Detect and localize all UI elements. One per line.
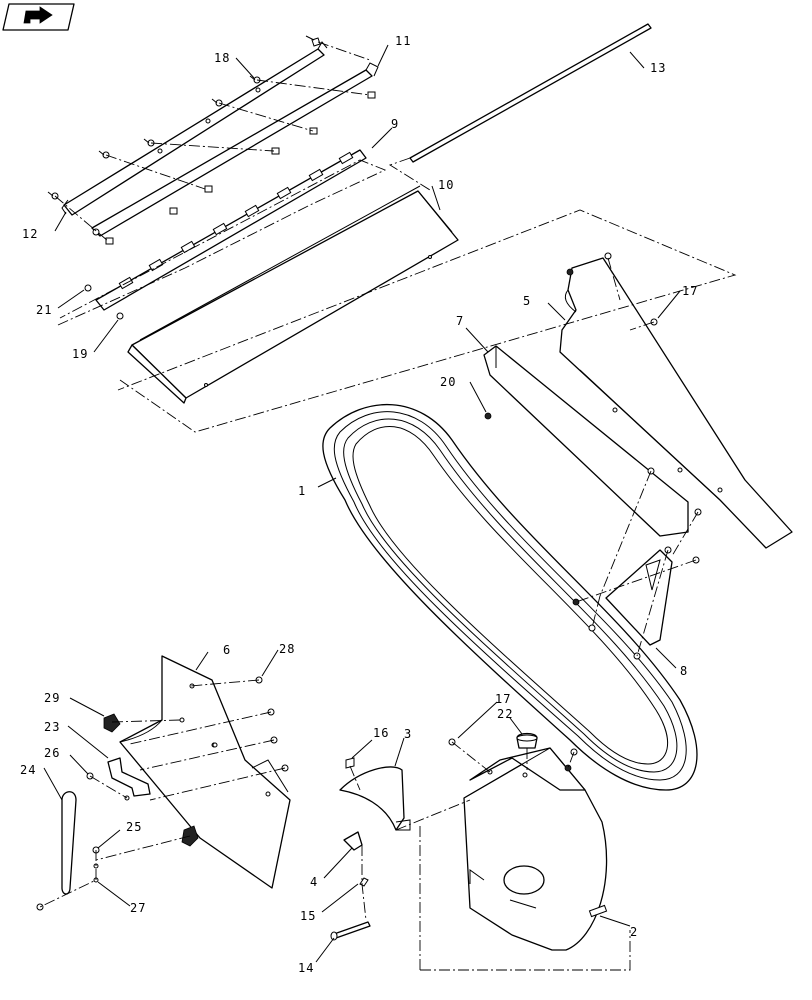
arrow-folder-icon[interactable] [2,3,75,31]
callout-1: 1 [298,484,306,498]
callout-12: 12 [22,227,38,241]
bolt-icon [211,98,223,107]
callout-13: 13 [650,61,666,75]
bolt-icon [143,138,155,147]
callout-26: 26 [44,746,60,760]
callout-27: 27 [130,901,146,915]
nut-icon [572,598,580,606]
screw-icon [36,903,44,911]
callout-21: 21 [36,303,52,317]
shield-part-7 [483,345,689,537]
callout-17a: 17 [682,284,698,298]
bolt-icon [305,35,321,47]
callout-9: 9 [391,117,399,131]
bracket-part-23 [107,757,151,797]
callout-25: 25 [126,820,142,834]
screw-icon [116,312,124,320]
rod-part-13 [409,23,652,163]
callout-19: 19 [72,347,88,361]
callout-3: 3 [404,727,412,741]
callout-16: 16 [373,726,389,740]
hinge-part-9 [95,149,367,311]
strap-part-24 [61,791,77,895]
nut-icon [204,185,213,193]
screw-icon [84,284,92,292]
nut-icon [484,412,492,420]
callout-17b: 17 [495,692,511,706]
callout-2: 2 [630,925,638,939]
bolt-icon [98,150,110,159]
pin-part-14 [330,921,371,941]
callout-14: 14 [298,961,314,975]
assembly-lines [39,41,737,971]
callout-22: 22 [497,707,513,721]
nut-icon [367,91,376,99]
callout-4: 4 [310,875,318,889]
pin-icon [359,877,369,887]
belt-part-1 [322,403,698,791]
leader-lines [43,44,681,963]
shield-part-5 [559,257,793,549]
bolt-icon [47,191,59,200]
callout-23: 23 [44,720,60,734]
screw-icon [212,742,218,748]
cap-icon [516,732,538,749]
callout-6: 6 [223,643,231,657]
bolt-icon [345,757,355,769]
plate-part-6 [119,655,291,889]
nut-icon [588,624,596,632]
tray-part-10 [127,185,459,404]
callout-5: 5 [523,294,531,308]
bracket-part-4 [343,831,363,851]
housing-part-2 [463,747,608,951]
callout-7: 7 [456,314,464,328]
callout-18: 18 [214,51,230,65]
nut-icon [309,127,318,135]
callout-29: 29 [44,691,60,705]
strip-part-12 [61,41,328,216]
nut-icon [105,237,114,245]
nut-icon [564,764,572,772]
nut-icon [566,268,574,276]
screw-icon [179,717,185,723]
clip-icon [103,713,121,733]
shield-part-3 [339,766,411,831]
strip-part-11 [91,62,379,237]
callout-20: 20 [440,375,456,389]
callout-11: 11 [395,34,411,48]
callout-28: 28 [279,642,295,656]
bolt-icon [249,75,261,84]
nut-icon [169,207,178,215]
callout-24: 24 [20,763,36,777]
callout-15: 15 [300,909,316,923]
callout-8: 8 [680,664,688,678]
callout-labels: 1 2 3 4 5 6 7 8 9 10 11 12 13 14 15 16 1… [20,34,698,975]
callout-10: 10 [438,178,454,192]
